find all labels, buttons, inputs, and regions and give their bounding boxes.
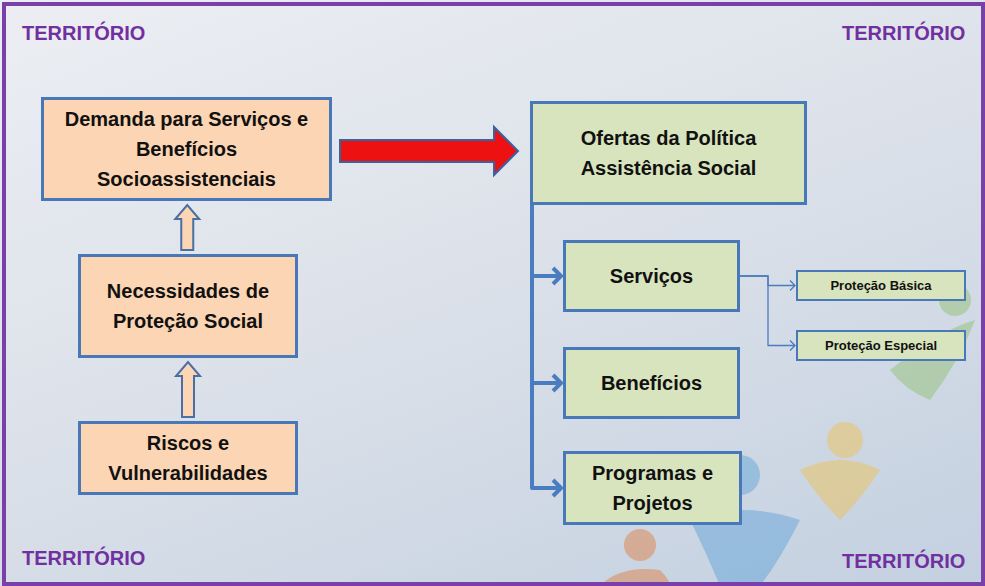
sub-box: Proteção Básica: [796, 270, 966, 301]
trunk-connector: [532, 205, 561, 496]
trunk-connector: [532, 205, 561, 284]
process-box: Necessidades de Proteção Social: [78, 254, 298, 358]
process-box: Serviços: [563, 240, 740, 312]
box-text: Serviços: [610, 261, 693, 291]
box-text: Proteção Especial: [825, 338, 937, 354]
text-wrap: Ofertas da Política Assistência Social: [541, 123, 796, 183]
text-wrap: Benefícios: [601, 368, 702, 398]
process-box: Programas e Projetos: [563, 451, 742, 525]
text-wrap: Proteção Básica: [830, 278, 931, 294]
trunk-connector: [532, 205, 561, 391]
process-box: Ofertas da Política Assistência Social: [530, 101, 807, 205]
text-wrap: Serviços: [610, 261, 693, 291]
box-text: Benefícios: [601, 368, 702, 398]
text-wrap: Demanda para Serviços e Benefícios Socio…: [52, 104, 321, 194]
branch-line: [740, 276, 795, 351]
box-text: Programas e Projetos: [574, 458, 731, 518]
box-text: Proteção Básica: [830, 278, 931, 294]
box-text: Riscos e Vulnerabilidades: [89, 428, 287, 488]
text-wrap: Necessidades de Proteção Social: [89, 276, 287, 336]
process-box: Riscos e Vulnerabilidades: [78, 421, 298, 495]
box-text: Demanda para Serviços e Benefícios Socio…: [52, 104, 321, 194]
territory-label: TERRITÓRIO: [842, 550, 965, 573]
process-box: Demanda para Serviços e Benefícios Socio…: [41, 97, 332, 201]
text-wrap: Riscos e Vulnerabilidades: [89, 428, 287, 488]
block-arrow: [176, 362, 200, 417]
box-text: Necessidades de Proteção Social: [89, 276, 287, 336]
box-text: Ofertas da Política Assistência Social: [541, 123, 796, 183]
block-arrow: [340, 127, 518, 175]
territory-label: TERRITÓRIO: [22, 22, 145, 45]
territory-label: TERRITÓRIO: [842, 22, 965, 45]
sub-box: Proteção Especial: [796, 330, 966, 361]
text-wrap: Proteção Especial: [825, 338, 937, 354]
block-arrow: [175, 205, 199, 250]
text-wrap: Programas e Projetos: [574, 458, 731, 518]
territory-label: TERRITÓRIO: [22, 547, 145, 570]
process-box: Benefícios: [563, 347, 740, 419]
